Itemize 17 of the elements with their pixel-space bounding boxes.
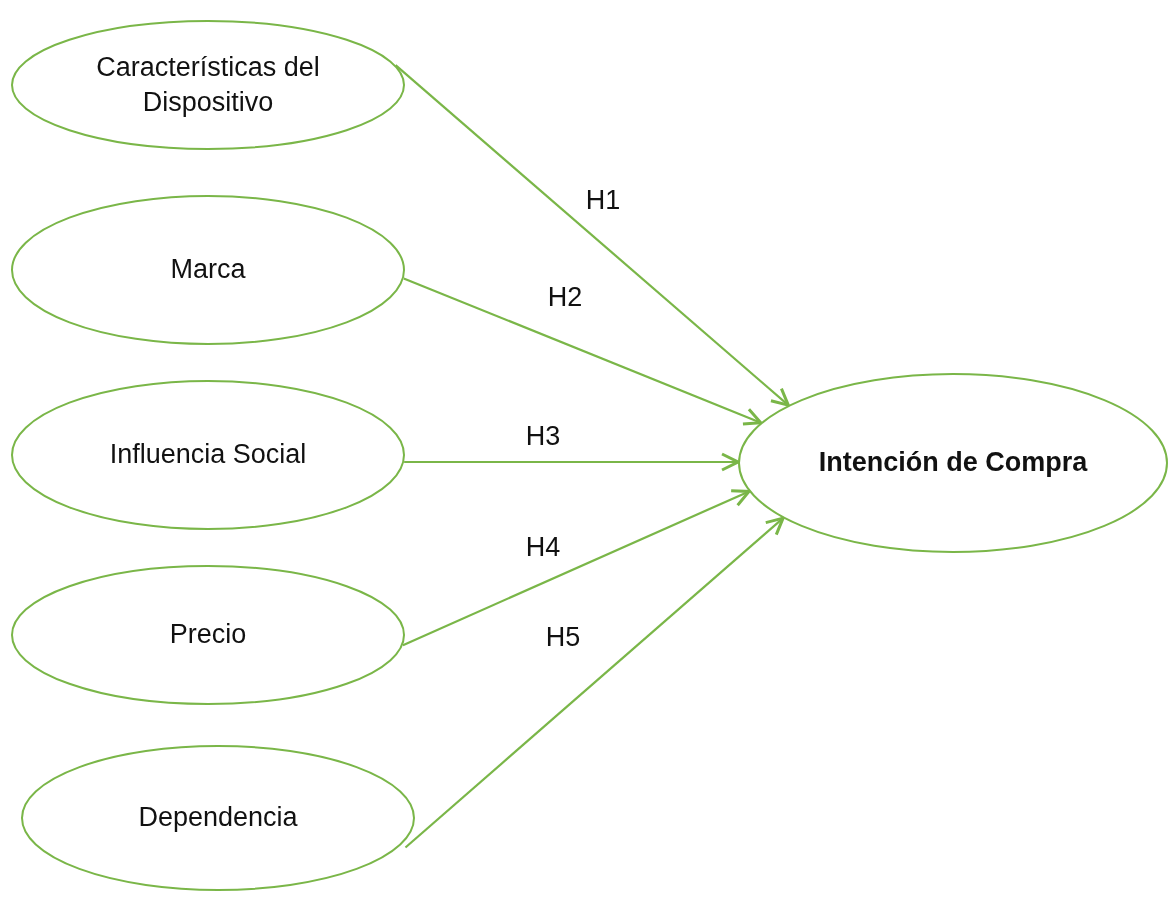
- arrow: [404, 452, 740, 472]
- arrow: [403, 277, 763, 426]
- ellipse-node: [11, 195, 405, 345]
- node-label: Influencia Social: [109, 438, 307, 472]
- node-label: Intención de Compra: [818, 446, 1088, 480]
- node-label: Marca: [170, 253, 246, 287]
- node-label: Precio: [169, 618, 247, 652]
- node-label: Dependencia: [138, 801, 298, 835]
- arrow: [394, 64, 790, 407]
- ellipse-node: [738, 373, 1168, 553]
- ellipse-node: [11, 20, 405, 150]
- arrow: [404, 516, 785, 849]
- arrow: [402, 489, 751, 647]
- node-label: Características del Dispositivo: [95, 50, 321, 119]
- ellipse-node: [11, 380, 405, 530]
- ellipse-node: [21, 745, 415, 891]
- ellipse-node: [11, 565, 405, 705]
